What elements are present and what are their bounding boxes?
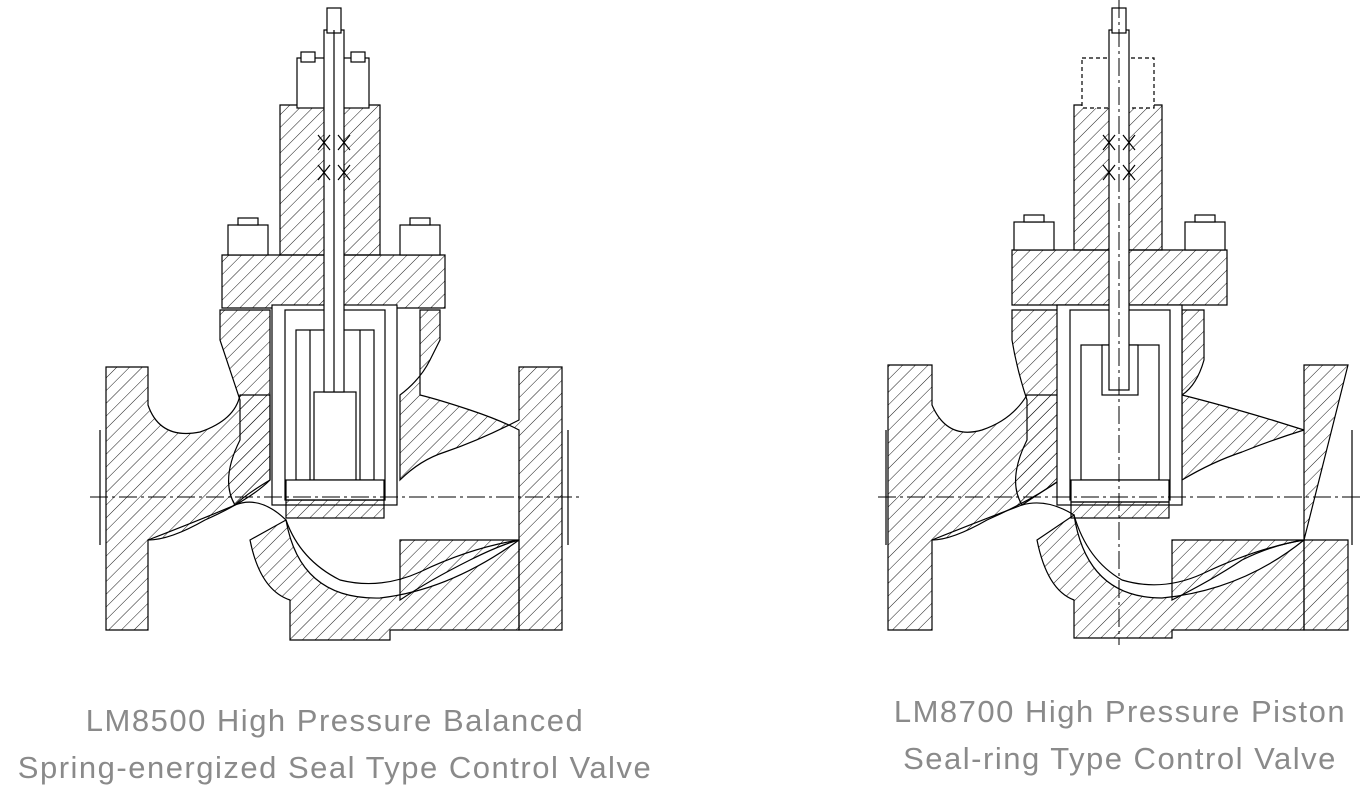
bolt-left	[227, 224, 269, 256]
right-flange	[399, 309, 563, 631]
caption-line-2: Seal-ring Type Control Valve	[903, 741, 1337, 776]
caption-line-1: LM8700 High Pressure Piston	[893, 694, 1347, 729]
bolt-right	[1184, 221, 1226, 251]
caption-line-1: LM8500 High Pressure Balanced	[85, 703, 585, 738]
lm8500-caption: LM8500 High Pressure Balanced Spring-ene…	[0, 697, 670, 791]
body-left-wall	[1011, 309, 1061, 506]
lm8700-caption: LM8700 High Pressure Piston Seal-ring Ty…	[860, 688, 1363, 782]
lm8500-valve-drawing	[90, 7, 580, 641]
caption-line-2: Spring-energized Seal Type Control Valve	[17, 750, 653, 785]
lm8700-valve-drawing	[878, 0, 1363, 645]
seat-curve	[931, 502, 1305, 586]
bolt-right	[399, 224, 441, 256]
bolt-left	[1013, 221, 1055, 251]
body-lower	[1036, 513, 1305, 639]
seat-curve	[147, 501, 520, 585]
body-left-wall	[219, 309, 271, 506]
body-lower	[249, 519, 520, 641]
plug	[313, 391, 357, 481]
